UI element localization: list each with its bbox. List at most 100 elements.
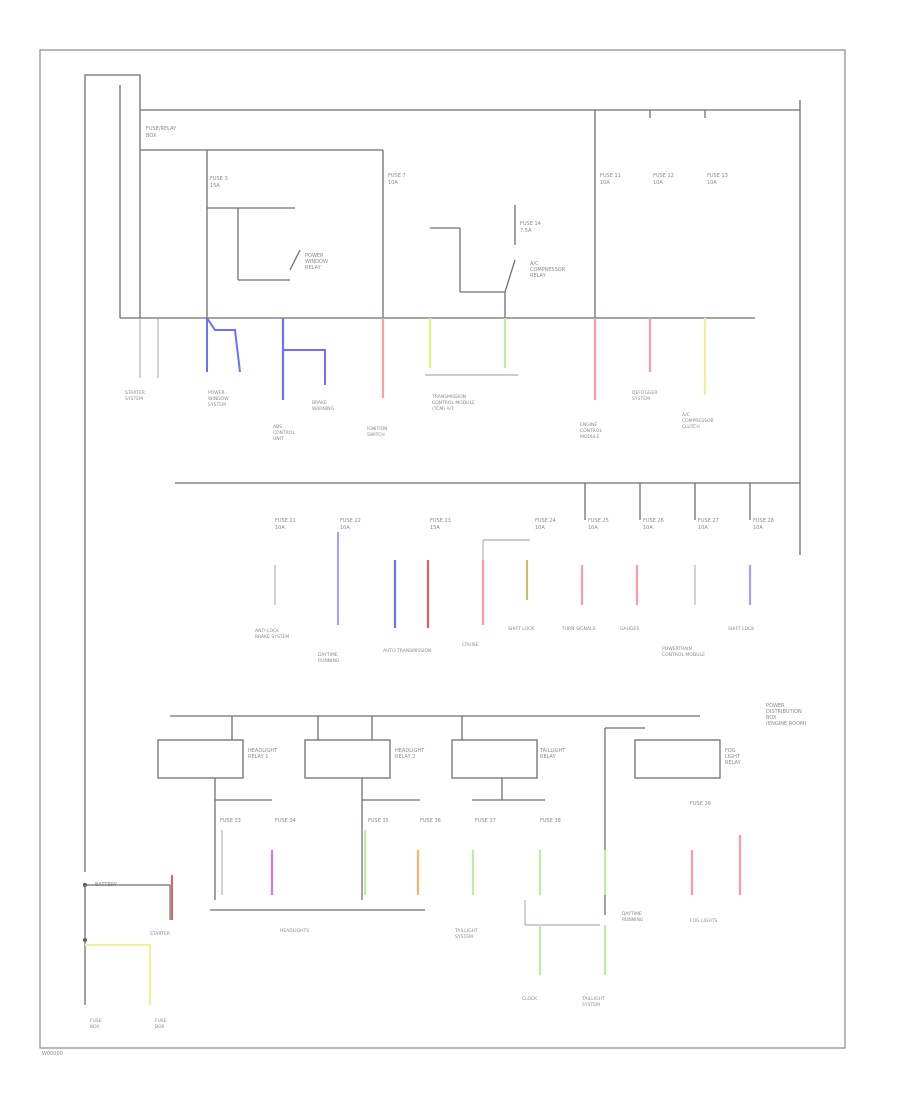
- svg-text:FUSE 12: FUSE 12: [653, 173, 674, 179]
- svg-text:10A: 10A: [275, 525, 285, 531]
- svg-text:FUSE 22: FUSE 22: [340, 518, 361, 524]
- svg-text:10A: 10A: [643, 525, 653, 531]
- svg-text:LIGHT: LIGHT: [725, 754, 741, 760]
- svg-text:FUSE 24: FUSE 24: [535, 518, 556, 524]
- svg-text:SYSTEM: SYSTEM: [208, 402, 226, 408]
- svg-text:ANTI-LOCK: ANTI-LOCK: [255, 628, 280, 634]
- svg-text:MODULE: MODULE: [580, 434, 600, 440]
- svg-text:FUSE 39: FUSE 39: [690, 801, 711, 807]
- svg-text:CONTROL: CONTROL: [273, 430, 295, 436]
- svg-text:RELAY: RELAY: [530, 273, 547, 279]
- svg-text:SWITCH: SWITCH: [367, 432, 385, 438]
- svg-text:FUSE 14: FUSE 14: [520, 221, 541, 227]
- svg-text:BOX: BOX: [90, 1024, 99, 1030]
- svg-text:FUSE 28: FUSE 28: [753, 518, 774, 524]
- svg-text:15A: 15A: [210, 183, 220, 189]
- svg-text:RELAY: RELAY: [305, 265, 322, 271]
- svg-text:10A: 10A: [600, 180, 610, 186]
- svg-text:A/C: A/C: [530, 261, 539, 267]
- svg-text:10A: 10A: [535, 525, 545, 531]
- svg-text:POWERTRAIN: POWERTRAIN: [662, 646, 692, 652]
- svg-text:SYSTEM: SYSTEM: [582, 1002, 600, 1008]
- svg-text:(TCM) A/T: (TCM) A/T: [432, 406, 454, 412]
- svg-text:BOX: BOX: [155, 1024, 164, 1030]
- svg-text:FUSE 13: FUSE 13: [707, 173, 728, 179]
- svg-text:FUSE 36: FUSE 36: [420, 818, 441, 824]
- svg-text:COMPRESSOR: COMPRESSOR: [682, 418, 714, 424]
- svg-text:FUSE 33: FUSE 33: [220, 818, 241, 824]
- svg-text:AUTO TRANSMISSION: AUTO TRANSMISSION: [383, 648, 431, 654]
- svg-text:7.5A: 7.5A: [520, 228, 532, 234]
- svg-text:SYSTEM: SYSTEM: [632, 396, 650, 402]
- svg-text:TAILLIGHT: TAILLIGHT: [581, 996, 605, 1002]
- svg-text:DEFOGGER: DEFOGGER: [632, 390, 657, 396]
- svg-text:WINDOW: WINDOW: [208, 396, 229, 402]
- diagram-frame: [39, 49, 846, 1049]
- svg-text:FUSE/RELAY: FUSE/RELAY: [146, 126, 177, 132]
- svg-text:DAYTIME: DAYTIME: [622, 911, 642, 917]
- svg-text:10A: 10A: [698, 525, 708, 531]
- svg-text:SYSTEM: SYSTEM: [125, 396, 143, 402]
- svg-text:RUNNING: RUNNING: [622, 917, 644, 923]
- svg-text:SHIFT LOCK: SHIFT LOCK: [728, 626, 755, 632]
- svg-text:BOX: BOX: [146, 133, 157, 139]
- svg-text:10A: 10A: [707, 180, 717, 186]
- svg-text:CRUISE: CRUISE: [462, 642, 479, 648]
- svg-text:RUNNING: RUNNING: [318, 658, 340, 664]
- svg-text:DAYTIME: DAYTIME: [318, 652, 338, 658]
- svg-text:10A: 10A: [388, 180, 398, 186]
- svg-text:SHIFT LOCK: SHIFT LOCK: [508, 626, 535, 632]
- svg-text:ABS: ABS: [273, 424, 282, 430]
- svg-text:WINDOW: WINDOW: [305, 259, 328, 265]
- lower-relay-section: HEADLIGHT RELAY 1 HEADLIGHT RELAY 2 TAIL…: [157, 703, 806, 1008]
- svg-text:FUSE 27: FUSE 27: [698, 518, 719, 524]
- svg-text:TURN SIGNALS: TURN SIGNALS: [561, 626, 596, 632]
- svg-text:FUSE 23: FUSE 23: [430, 518, 451, 524]
- svg-text:15A: 15A: [430, 525, 440, 531]
- svg-text:TAILLIGHT: TAILLIGHT: [454, 928, 478, 934]
- svg-text:FUSE 21: FUSE 21: [275, 518, 296, 524]
- svg-text:FOG: FOG: [725, 748, 736, 754]
- svg-text:POWER: POWER: [208, 390, 225, 396]
- svg-text:CLUTCH: CLUTCH: [682, 424, 700, 430]
- svg-text:GAUGES: GAUGES: [620, 626, 639, 632]
- svg-text:A/C: A/C: [682, 412, 690, 418]
- svg-text:CONTROL: CONTROL: [580, 428, 602, 434]
- svg-text:IGNITION: IGNITION: [367, 426, 388, 432]
- svg-text:RELAY: RELAY: [725, 760, 742, 766]
- svg-text:(ENGINE ROOM): (ENGINE ROOM): [766, 721, 806, 727]
- svg-text:ENGINE: ENGINE: [580, 422, 597, 428]
- svg-text:RELAY: RELAY: [540, 754, 557, 760]
- svg-text:DISTRIBUTION: DISTRIBUTION: [766, 709, 802, 715]
- svg-text:FUSE 37: FUSE 37: [475, 818, 496, 824]
- svg-text:BOX: BOX: [766, 715, 777, 721]
- svg-text:10A: 10A: [753, 525, 763, 531]
- svg-text:FOG LIGHTS: FOG LIGHTS: [690, 918, 718, 924]
- footer-code: W00000: [42, 1051, 63, 1057]
- svg-text:CLOCK: CLOCK: [522, 996, 538, 1002]
- svg-text:10A: 10A: [340, 525, 350, 531]
- svg-text:STARTER: STARTER: [150, 931, 170, 937]
- svg-text:STARTER: STARTER: [125, 390, 145, 396]
- svg-text:WARNING: WARNING: [312, 406, 334, 412]
- svg-text:FUSE: FUSE: [155, 1018, 167, 1024]
- svg-text:POWER: POWER: [305, 253, 324, 259]
- svg-text:FUSE 3: FUSE 3: [210, 176, 228, 182]
- svg-text:FUSE 34: FUSE 34: [275, 818, 296, 824]
- svg-text:10A: 10A: [588, 525, 598, 531]
- svg-text:10A: 10A: [653, 180, 663, 186]
- svg-text:HEADLIGHT: HEADLIGHT: [395, 748, 425, 754]
- battery-section: BATTERY STARTER FUSE BOX FUSE BOX: [83, 875, 173, 1030]
- middle-bus-section: FUSE 21 10A FUSE 22 10A FUSE 23 15A FUSE…: [175, 482, 800, 664]
- svg-text:FUSE 35: FUSE 35: [368, 818, 389, 824]
- svg-text:FUSE 11: FUSE 11: [600, 173, 621, 179]
- svg-text:TAILLIGHT: TAILLIGHT: [539, 748, 566, 754]
- svg-text:RELAY 2: RELAY 2: [395, 754, 415, 760]
- svg-text:CONTROL MODULE: CONTROL MODULE: [662, 652, 705, 658]
- svg-text:UNIT: UNIT: [273, 436, 284, 442]
- svg-text:HEADLIGHT: HEADLIGHT: [248, 748, 278, 754]
- svg-text:FUSE 7: FUSE 7: [388, 173, 406, 179]
- top-bus-section: FUSE/RELAY BOX FUSE 3 15A FUSE 7 10A FUS…: [84, 74, 801, 872]
- svg-text:POWER: POWER: [766, 703, 785, 709]
